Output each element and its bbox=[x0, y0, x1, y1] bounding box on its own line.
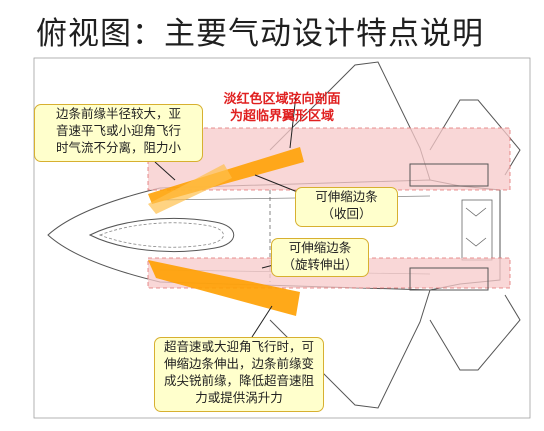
lower-wing bbox=[269, 289, 431, 409]
red-label-line: 为超临界翼形区域 bbox=[229, 109, 334, 124]
callout-line: 音速平飞或小迎角飞行 bbox=[55, 123, 181, 138]
canopy-inner bbox=[98, 222, 224, 248]
callout-line: （旋转伸出） bbox=[282, 257, 358, 272]
callout-line: 成尖锐前缘，降低超音速阻 bbox=[163, 373, 314, 388]
supercritical-region-label: 淡红色区域弦向剖面 为超临界翼形区域 bbox=[206, 91, 358, 125]
strake-retracted-shadow bbox=[148, 164, 232, 214]
callout-line: 边条前缘半径较大，亚 bbox=[55, 106, 181, 121]
fuselage-outline bbox=[47, 179, 501, 291]
callout-supersonic-leader bbox=[251, 305, 273, 338]
red-label-line: 淡红色区域弦向剖面 bbox=[223, 92, 341, 107]
lower-tail bbox=[429, 294, 521, 371]
callout-strake-retracted: 可伸缩边条 （收回） bbox=[295, 187, 398, 227]
lower-control-surface bbox=[409, 267, 489, 291]
callout-leading-edge: 边条前缘半径较大，亚 音速平飞或小迎角飞行 时气流不分离，阻力小 bbox=[34, 104, 203, 162]
callout-line: 可伸缩边条 bbox=[288, 240, 352, 255]
strake-extended-lower bbox=[148, 260, 300, 316]
callout-line: 超音速或大迎角飞行时，可 bbox=[163, 339, 314, 354]
callout-line: 可伸缩边条 bbox=[315, 189, 378, 204]
callout-leading-edge-leader bbox=[154, 161, 176, 181]
page-title: 俯视图：主要气动设计特点说明 bbox=[36, 16, 484, 52]
engine-nozzle bbox=[461, 199, 493, 261]
upper-tail bbox=[429, 99, 521, 176]
nozzle-detail bbox=[465, 207, 487, 247]
canopy bbox=[88, 217, 235, 253]
drawing-frame bbox=[33, 57, 531, 419]
callout-line: 力或提供涡升力 bbox=[195, 390, 283, 405]
callout-line: （收回） bbox=[321, 206, 372, 221]
callout-strake-rotated: 可伸缩边条 （旋转伸出） bbox=[271, 238, 369, 277]
red-label-leader bbox=[289, 94, 297, 149]
callout-line: 时气流不分离，阻力小 bbox=[55, 140, 181, 155]
callout-supersonic: 超音速或大迎角飞行时，可 伸缩边条伸出，边条前缘变 成尖锐前缘，降低超音速阻 力… bbox=[154, 337, 324, 412]
upper-control-surface bbox=[409, 163, 489, 187]
callout-line: 伸缩边条伸出，边条前缘变 bbox=[163, 356, 314, 371]
